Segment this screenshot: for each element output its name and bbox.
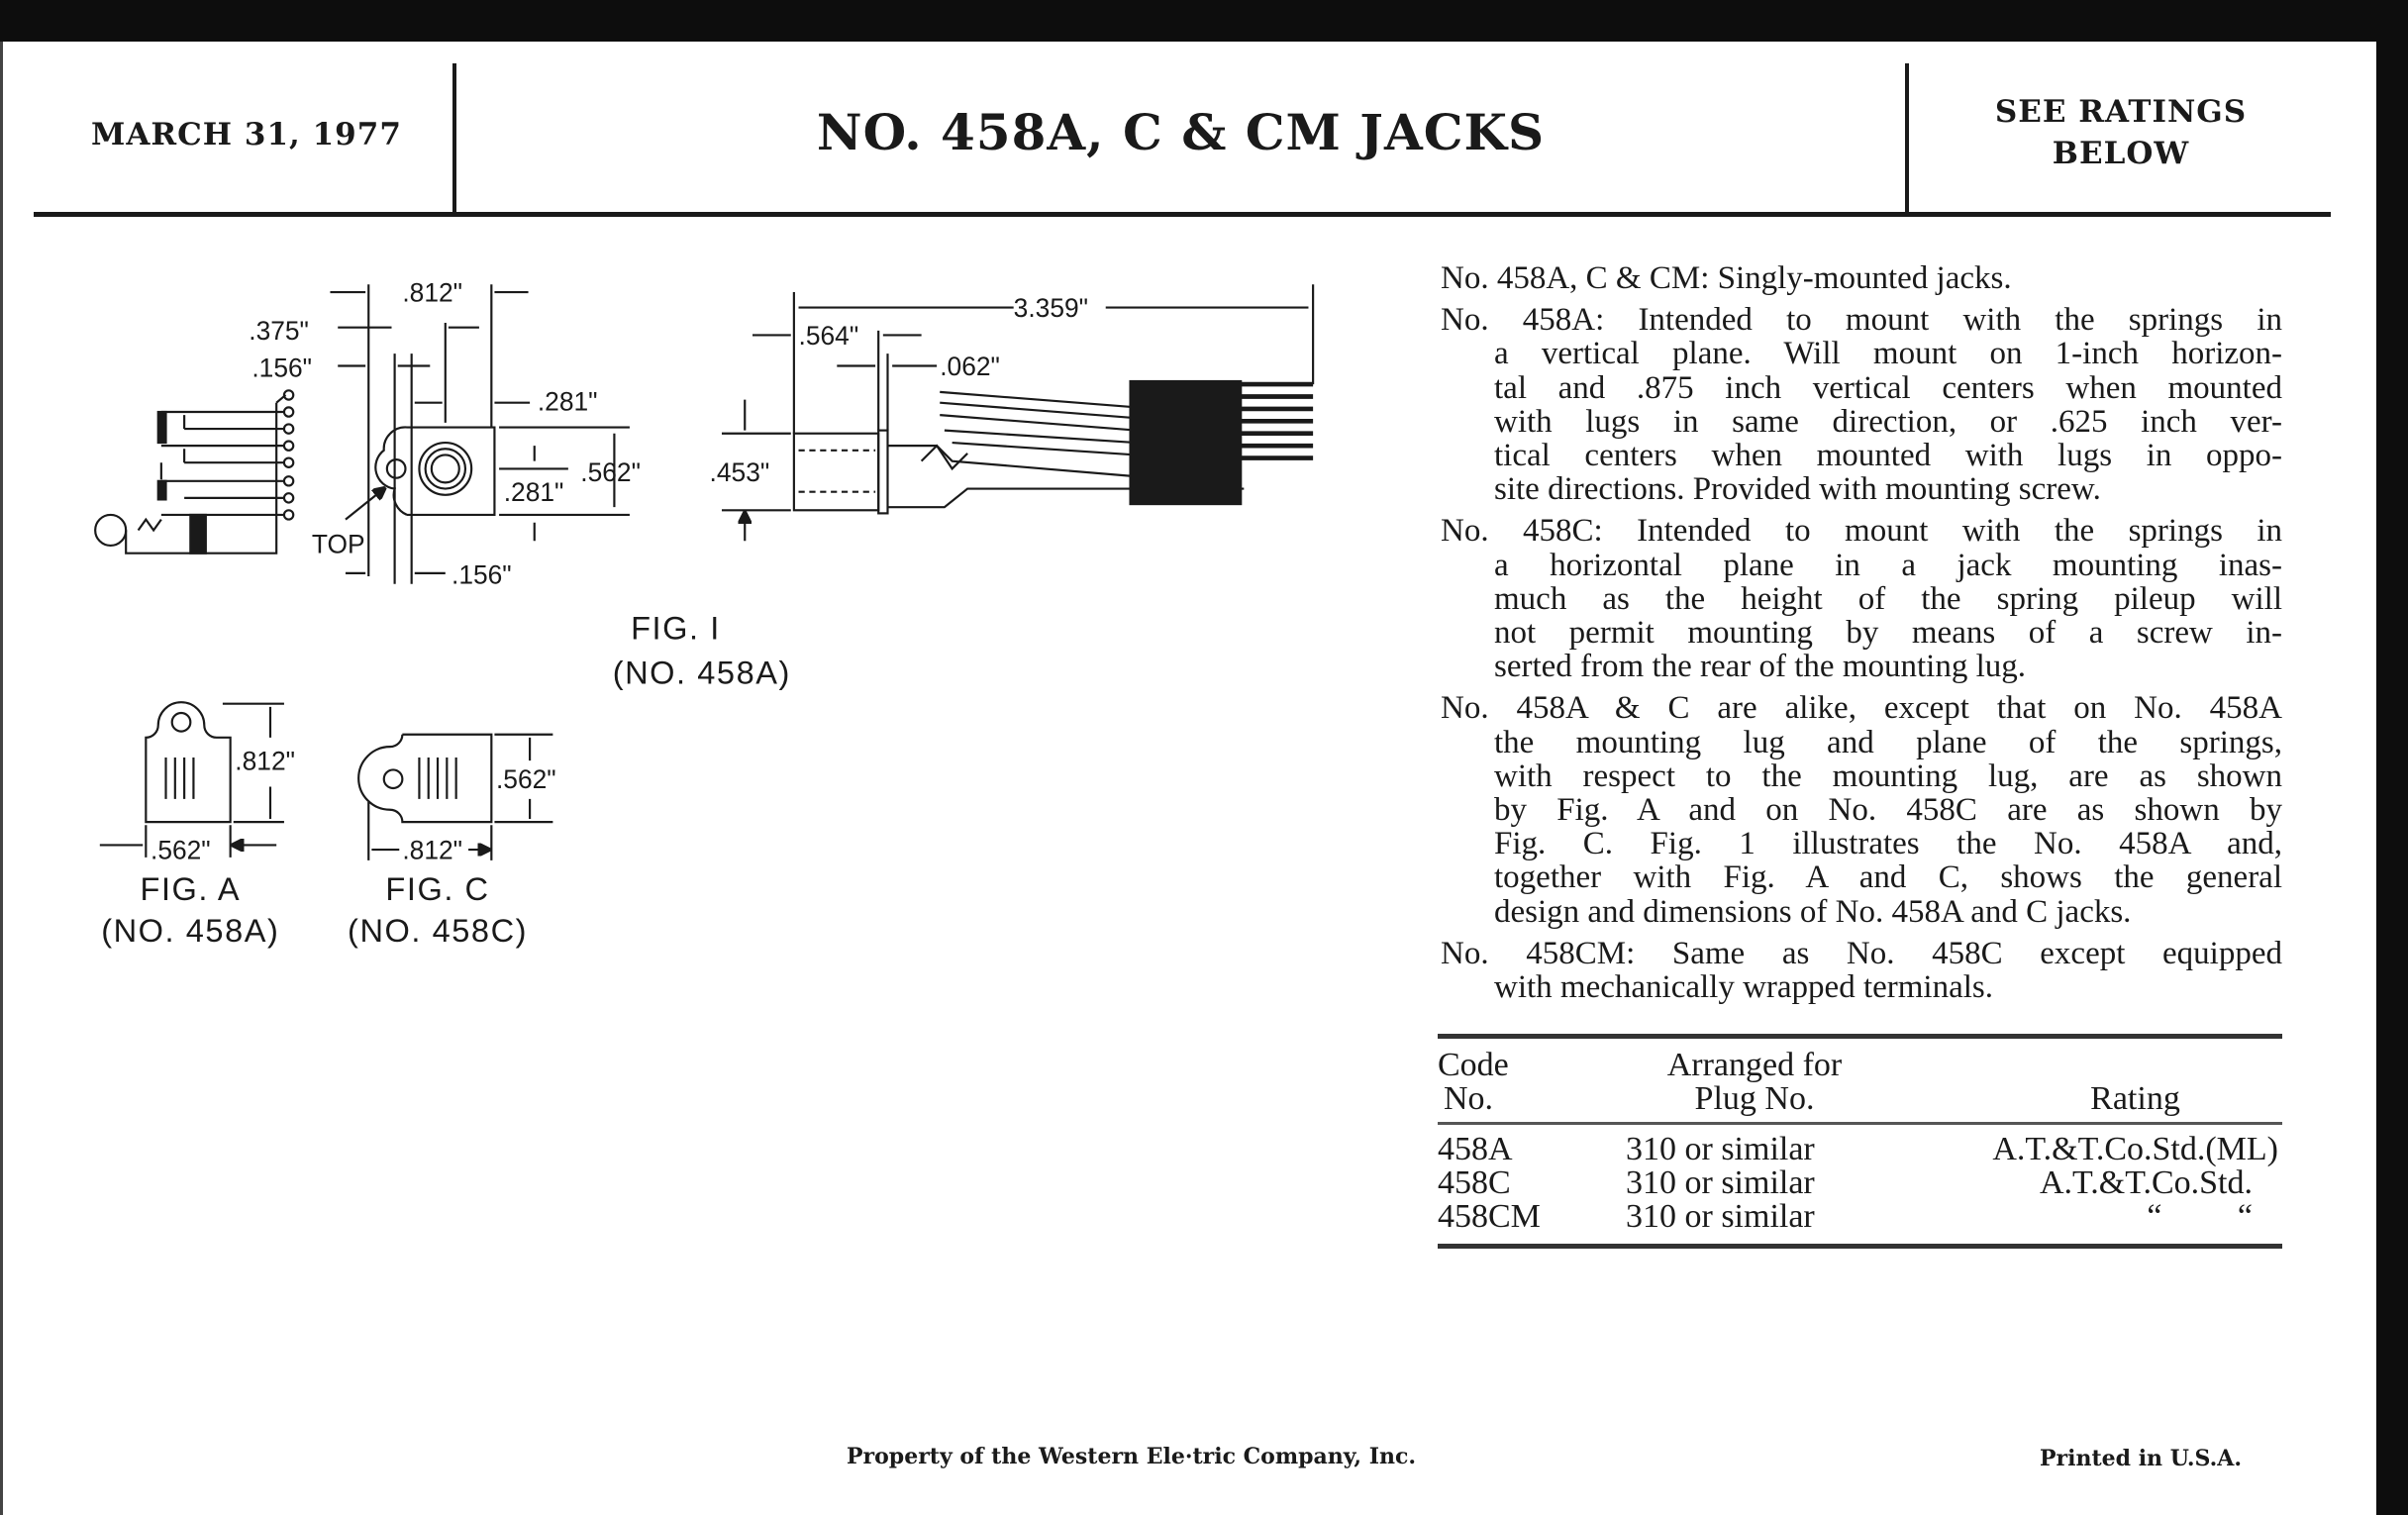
description-line: Fig. C. Fig. 1 illustrates the No. 458A …	[1494, 826, 2282, 862]
description-line: a vertical plane. Will mount on 1-inch h…	[1494, 336, 2282, 372]
description-line: a horizontal plane in a jack mounting in…	[1494, 547, 2282, 583]
ratings-note-line: SEE RATINGS	[1994, 94, 2248, 130]
ratings-note: SEE RATINGS BELOW	[1907, 91, 2335, 174]
col-header-code: Code	[1438, 1047, 1509, 1083]
dim-label: .375"	[249, 316, 309, 346]
col-header-rating: Rating	[2090, 1080, 2180, 1117]
table-row: 458A 310 or similar A.T.&T.Co.Std.(ML)	[1438, 1133, 2282, 1166]
description-line: tal and .875 inch vertical centers when …	[1494, 369, 2282, 406]
scan-border-left	[0, 42, 3, 1515]
description-line: No. 458CM: Same as No. 458C except equip…	[1441, 935, 2282, 971]
description-line: with lugs in same direction, or .625 inc…	[1494, 403, 2282, 440]
figC-subcaption: (NO. 458C)	[348, 913, 528, 949]
dim-label: .562"	[580, 457, 641, 487]
description-line: No. 458A & C are alike, except that on N…	[1441, 690, 2282, 727]
col-header-plug: Arranged for	[1666, 1047, 1843, 1083]
dim-label: .812"	[402, 835, 462, 864]
dim-label: .281"	[538, 386, 598, 416]
dim-label: .062"	[940, 352, 1000, 381]
cell-code: 458A	[1438, 1131, 1513, 1167]
dim-label: .812"	[235, 746, 295, 775]
description-paragraph: No. 458A & C are alike, except that on N…	[1441, 690, 2282, 930]
description-line: No. 458A: Intended to mount with the spr…	[1441, 302, 2282, 339]
cell-rating: A.T.&T.Co.Std.(ML)	[1992, 1131, 2278, 1167]
dim-label: .812"	[402, 277, 462, 307]
description-line: design and dimensions of No. 458A and C …	[1494, 893, 2132, 930]
terminal-circles	[282, 389, 295, 521]
description-line: not permit mounting by means of a screw …	[1494, 615, 2282, 652]
jack-side-view	[721, 284, 1315, 542]
description-line: serted from the rear of the mounting lug…	[1494, 649, 2027, 685]
description-line: No. 458A, C & CM: Singly-mounted jacks.	[1441, 260, 2012, 296]
figA-subcaption: (NO. 458A)	[101, 913, 279, 949]
dim-label: .453"	[710, 457, 770, 487]
cell-rating: A.T.&T.Co.Std.	[2039, 1164, 2253, 1201]
scan-border-right	[2376, 0, 2408, 1515]
description-text: No. 458A, C & CM: Singly-mounted jacks. N…	[1441, 261, 2282, 1012]
table-bottom-rule	[1438, 1244, 2282, 1249]
cell-code: 458CM	[1438, 1198, 1541, 1235]
dim-label: .562"	[150, 835, 211, 864]
description-line: together with Fig. A and C, shows the ge…	[1494, 859, 2282, 896]
description-paragraph: No. 458C: Intended to mount with the spr…	[1441, 514, 2282, 683]
table-row: 458CM 310 or similar “ “	[1438, 1200, 2282, 1234]
table-header-rule	[1438, 1122, 2282, 1125]
dim-label: .281"	[504, 477, 564, 507]
dim-label: TOP	[312, 530, 365, 559]
dim-label: .562"	[496, 764, 556, 794]
dim-label: .564"	[799, 321, 859, 351]
dim-label: .156"	[251, 353, 312, 382]
scan-border-top	[0, 0, 2408, 42]
jack-end-view	[330, 284, 630, 584]
cell-plug: 310 or similar	[1626, 1198, 1815, 1235]
description-line: the mounting lug and plane of the spring…	[1494, 724, 2282, 760]
header-divider	[452, 63, 456, 214]
description-line: with respect to the mounting lug, are as…	[1494, 758, 2282, 794]
table-row: 458C 310 or similar A.T.&T.Co.Std.	[1438, 1166, 2282, 1200]
col-header-plug: Plug No.	[1694, 1080, 1815, 1117]
table-top-rule	[1438, 1034, 2282, 1039]
header-divider	[1905, 63, 1909, 214]
page-title: NO. 458A, C & CM JACKS	[816, 103, 1546, 161]
footer-property: Property of the Western Ele·tric Company…	[847, 1444, 1417, 1469]
description-line: by Fig. A and on No. 458C are as shown b…	[1494, 792, 2282, 829]
description-line: No. 458C: Intended to mount with the spr…	[1441, 513, 2282, 550]
fig1-caption: FIG. I	[631, 611, 721, 647]
ratings-note-line: BELOW	[2052, 136, 2190, 171]
description-line: much as the height of the spring pileup …	[1494, 580, 2282, 617]
description-paragraph: No. 458CM: Same as No. 458C except equip…	[1441, 935, 2282, 1006]
fig1-subcaption: (NO. 458A)	[613, 656, 791, 691]
figC-caption: FIG. C	[385, 871, 489, 907]
description-line: site directions. Provided with mounting …	[1494, 471, 2101, 508]
dim-label: 3.359"	[1014, 293, 1088, 323]
col-header-code: No.	[1444, 1080, 1494, 1117]
issue-date: MARCH 31, 1977	[91, 117, 402, 152]
fig-a-drawing	[99, 701, 284, 858]
description-line: tical centers when mounted with lugs in …	[1494, 438, 2282, 474]
header-rule	[34, 212, 2331, 217]
jack-schematic	[94, 389, 295, 555]
figA-caption: FIG. A	[141, 871, 242, 907]
fig-c-drawing	[357, 733, 553, 860]
dim-label: .156"	[452, 560, 512, 590]
cell-code: 458C	[1438, 1164, 1511, 1201]
description-paragraph: No. 458A, C & CM: Singly-mounted jacks.	[1441, 261, 2282, 295]
description-paragraph: No. 458A: Intended to mount with the spr…	[1441, 303, 2282, 506]
cell-rating: “ “	[2147, 1198, 2253, 1235]
cell-plug: 310 or similar	[1626, 1131, 1815, 1167]
description-line: with mechanically wrapped terminals.	[1494, 969, 1993, 1006]
cell-plug: 310 or similar	[1626, 1164, 1815, 1201]
footer-printed: Printed in U.S.A.	[2040, 1446, 2243, 1471]
